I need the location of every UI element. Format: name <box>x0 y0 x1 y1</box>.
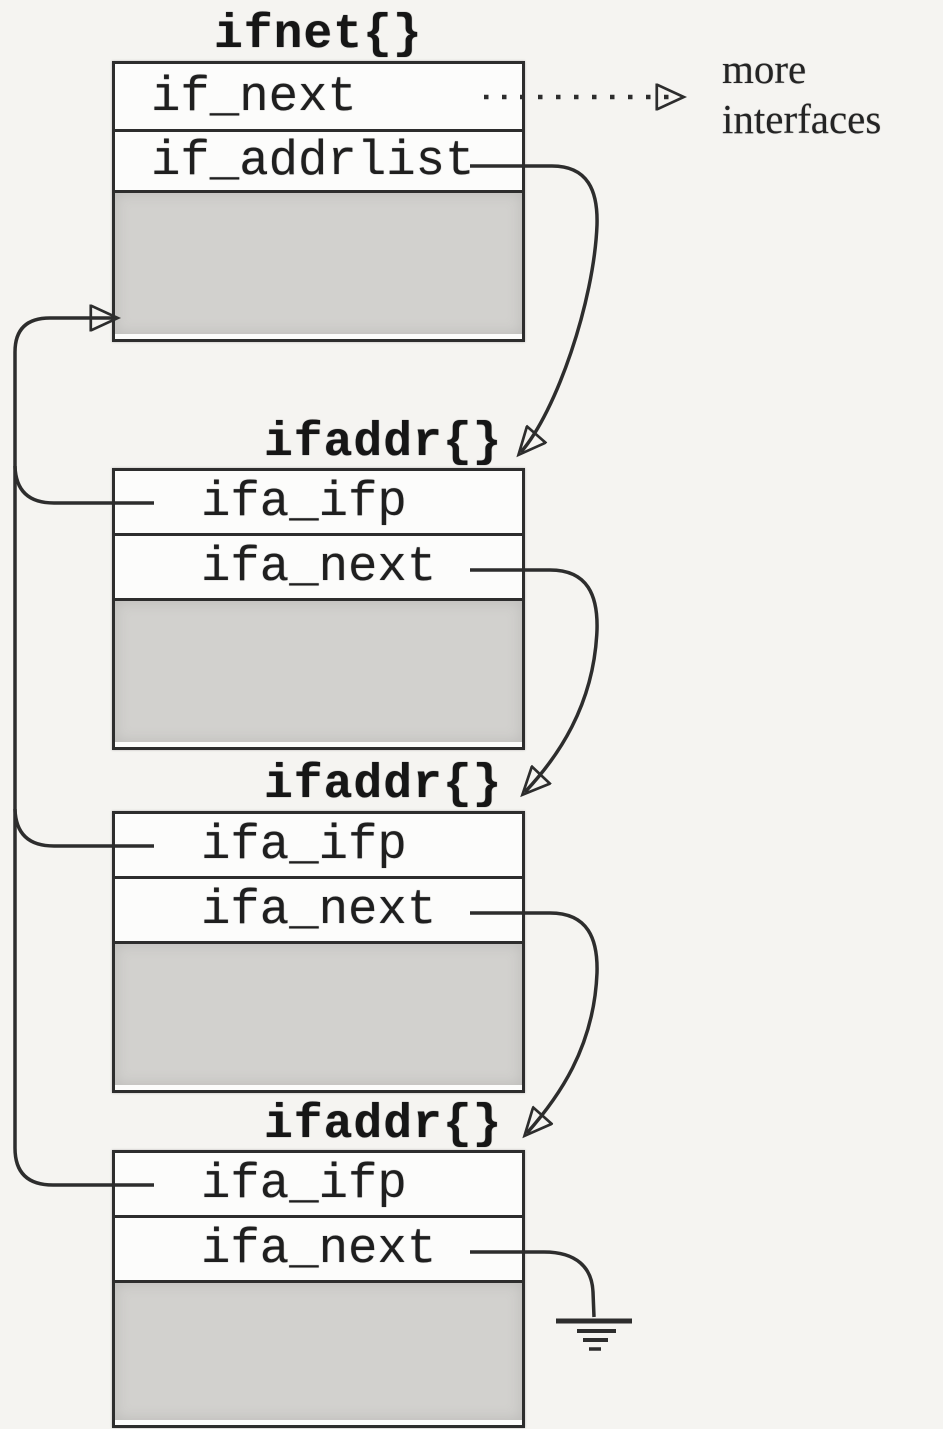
field-label-if-addrlist: if_addrlist <box>151 133 475 189</box>
ifaddr1-remaining-members-area <box>115 598 522 742</box>
ifaddr3-remaining-members-area <box>115 1280 522 1420</box>
ifaddr3-row-ifa-ifp: ifa_ifp <box>115 1153 522 1218</box>
ifaddr2-struct-title: ifaddr{} <box>264 758 503 812</box>
ifaddr1-struct-box: ifa_ifp ifa_next <box>112 468 525 750</box>
ifaddr3-row-ifa-next: ifa_next <box>115 1218 522 1280</box>
ifnet-remaining-members-area <box>115 190 522 334</box>
ifnet-row-if-addrlist: if_addrlist <box>115 132 522 190</box>
more-interfaces-label: more interfaces <box>722 44 881 144</box>
ifnet-struct-title: ifnet{} <box>214 8 423 62</box>
ifaddr2-remaining-members-area <box>115 941 522 1085</box>
field-label-ifa-ifp: ifa_ifp <box>201 1156 407 1212</box>
ifaddr2-row-ifa-ifp: ifa_ifp <box>115 814 522 879</box>
ifaddr1-row-ifa-next: ifa_next <box>115 536 522 598</box>
ifaddr3-struct-title: ifaddr{} <box>264 1098 503 1152</box>
ifnet-struct-box: if_next if_addrlist <box>112 61 525 342</box>
ifaddr2-struct-box: ifa_ifp ifa_next <box>112 811 525 1093</box>
ifaddr1-row-ifa-ifp: ifa_ifp <box>115 471 522 536</box>
ifnet-row-if-next: if_next <box>115 64 522 132</box>
more-interfaces-line2: interfaces <box>722 96 882 142</box>
ifaddr3-struct-box: ifa_ifp ifa_next <box>112 1150 525 1428</box>
field-label-ifa-next: ifa_next <box>201 539 437 595</box>
field-label-ifa-next: ifa_next <box>201 1221 437 1277</box>
ifaddr1-struct-title: ifaddr{} <box>264 416 503 470</box>
ground-null-icon <box>556 1318 632 1351</box>
more-interfaces-line1: more <box>722 46 807 92</box>
ifaddr2-row-ifa-next: ifa_next <box>115 879 522 941</box>
field-label-ifa-ifp: ifa_ifp <box>201 817 407 873</box>
field-label-ifa-ifp: ifa_ifp <box>201 474 407 530</box>
field-label-if-next: if_next <box>151 68 357 125</box>
field-label-ifa-next: ifa_next <box>201 882 437 938</box>
